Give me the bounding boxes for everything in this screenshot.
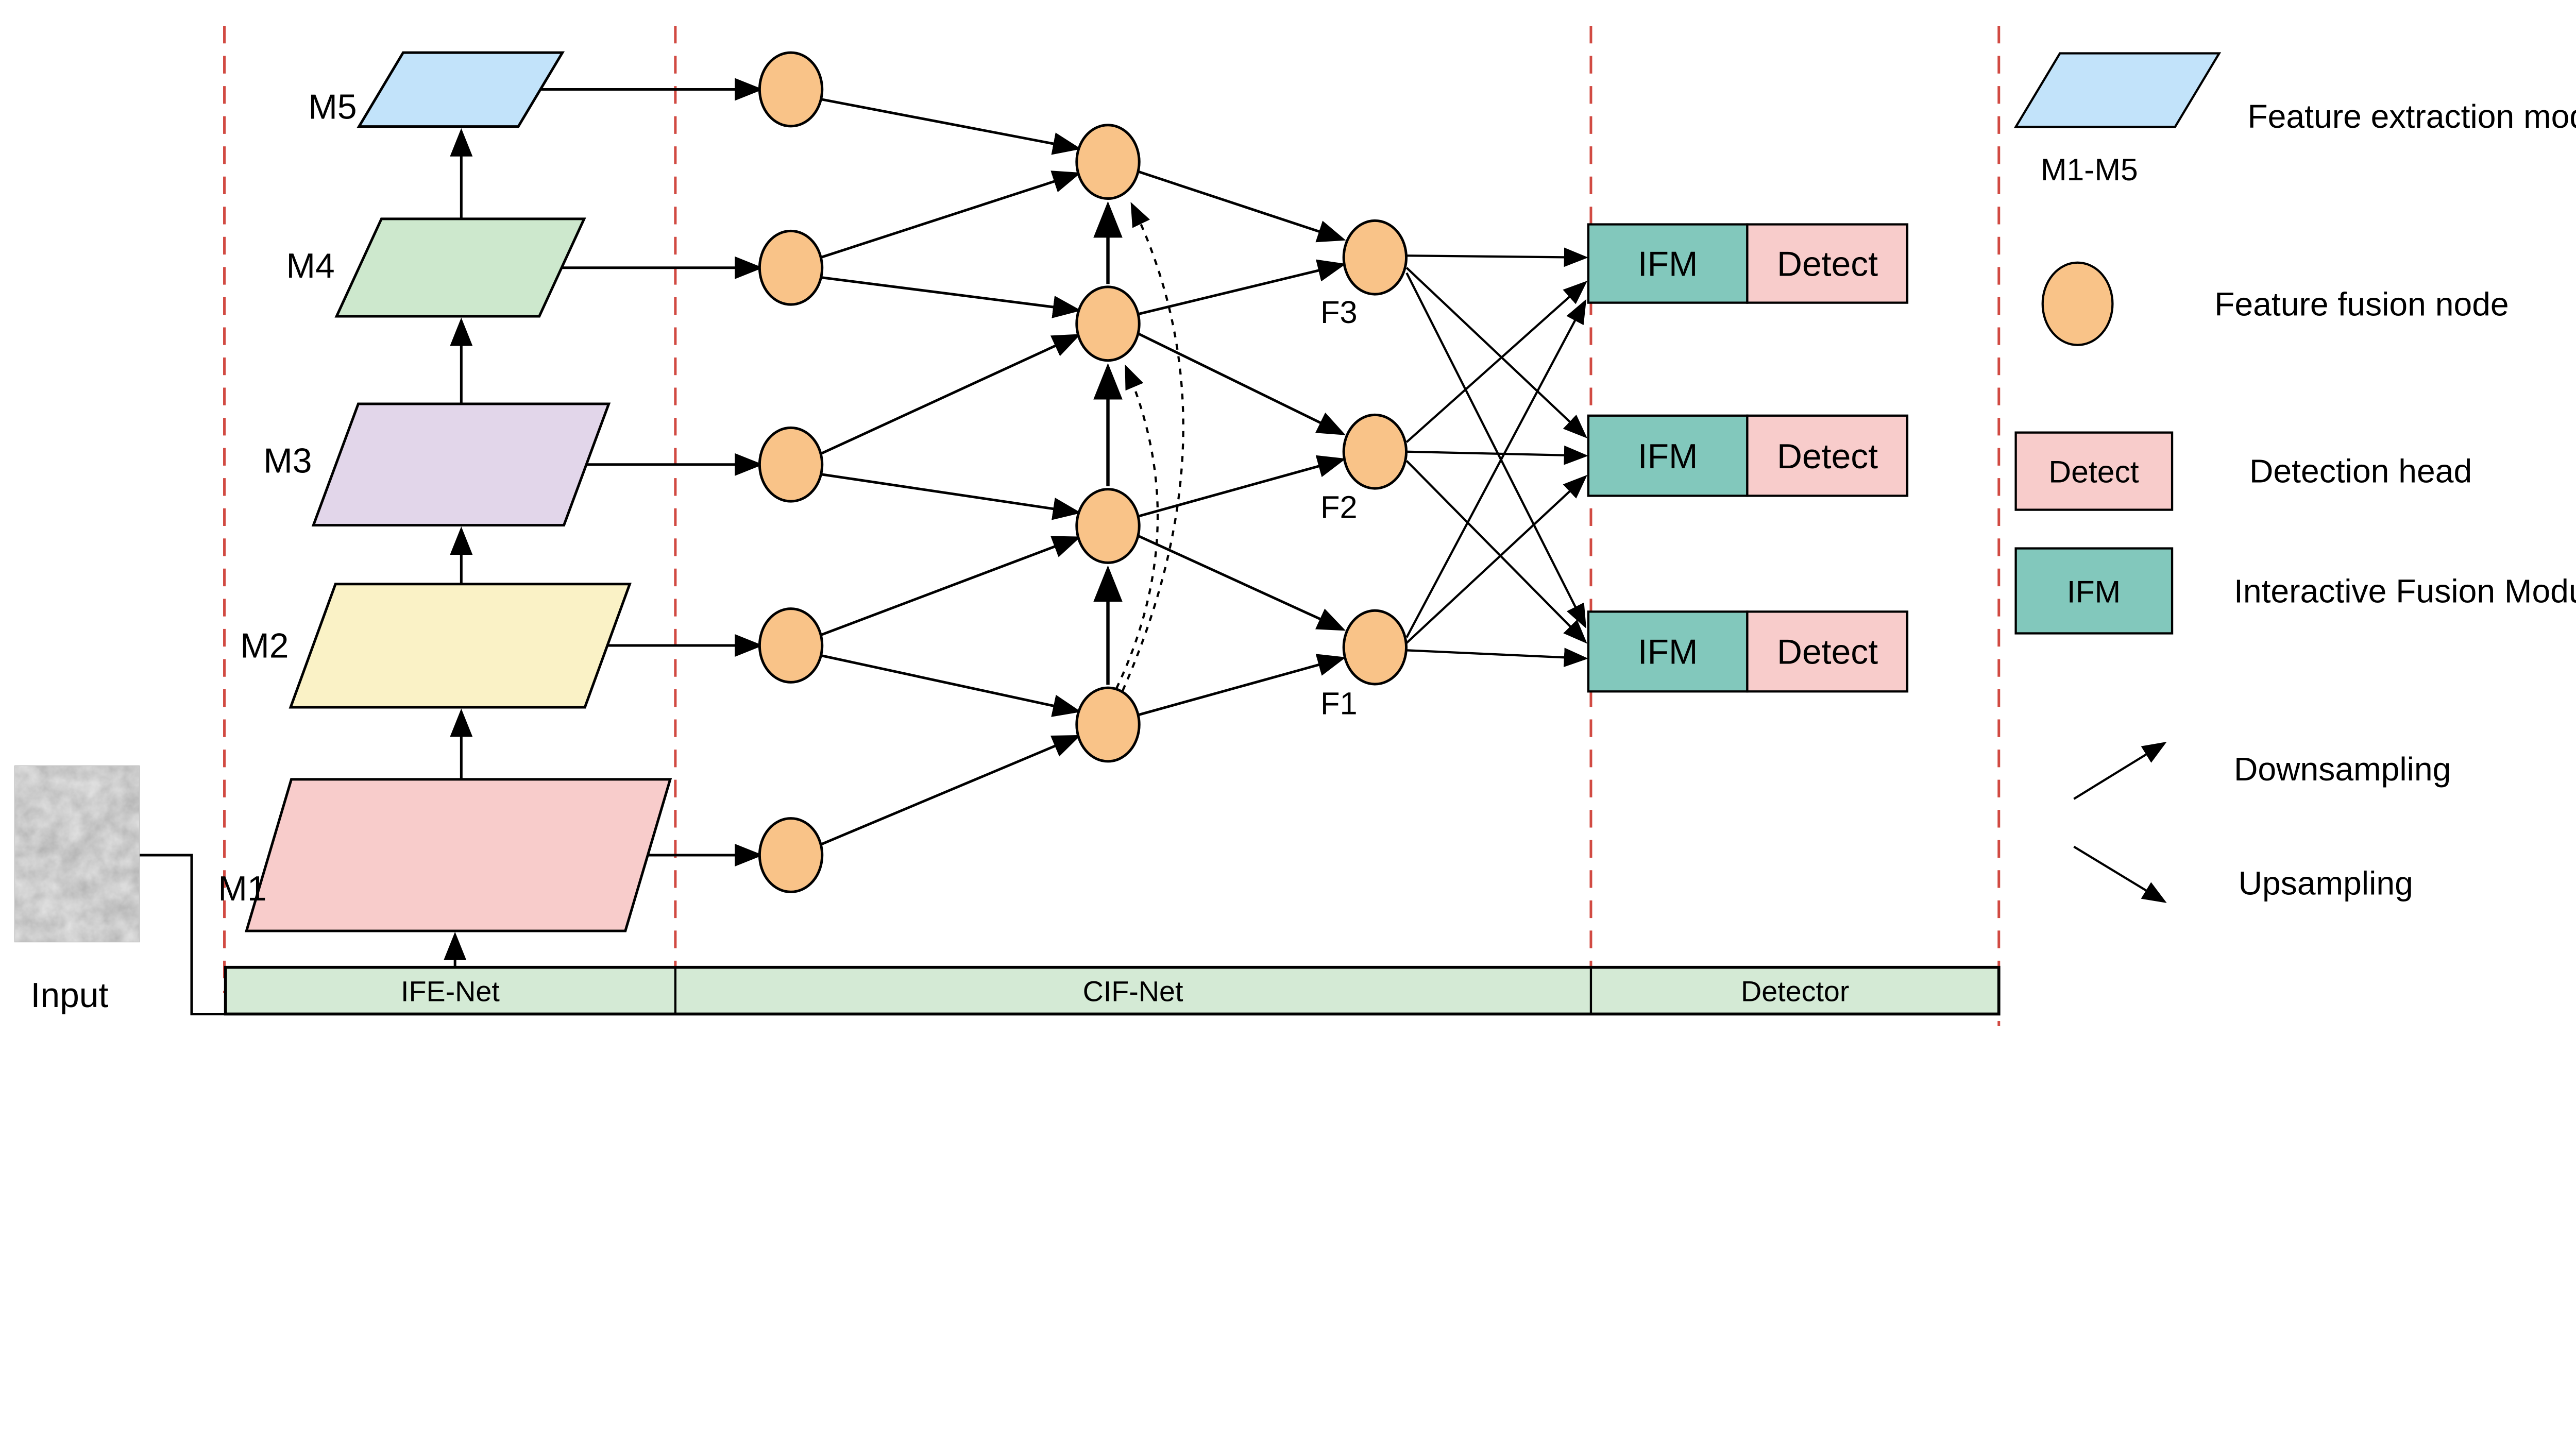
fusion-edge [1136,534,1346,631]
section-bar-rect [224,965,2001,1016]
module-m4 [334,217,586,318]
fusion-edge [817,334,1081,457]
detection-head-row-2: IFM Detect [1587,414,1909,497]
fusion-edge [817,97,1081,155]
legend: M1-M5 Feature extraction module Feature … [2013,52,2576,903]
module-m1-label: M1 [218,870,266,908]
architecture-diagram: Input M1 M2 M3 M4 M5 F3 F2 F1 IFM Detect… [14,25,2576,1027]
f1-to-head1-arrow [1405,299,1587,638]
fusion-node [758,426,824,503]
fusion-node [1075,686,1141,763]
fusion-edge [1136,331,1346,435]
module-m4-label: M4 [286,247,335,285]
legend-fusion-node-label: Feature fusion node [2214,286,2509,323]
fusion-node [1075,488,1141,564]
fusion-edge [1136,169,1346,243]
input-image [14,765,140,943]
diagram-page: Input M1 M2 M3 M4 M5 F3 F2 F1 IFM Detect… [14,25,2576,1027]
fusion-node-f2 [1342,413,1408,490]
legend-detection-head-label: Detection head [2249,453,2472,490]
module-m2-label: M2 [240,627,289,666]
fusion-node [1075,124,1141,200]
module-m3-label: M3 [263,441,312,480]
f1-to-head3-arrow [1406,648,1588,668]
detect-label: Detect [1777,437,1878,476]
input-label: Input [31,976,109,1015]
detect-label: Detect [1777,245,1878,283]
ifm-label: IFM [1638,437,1698,476]
ifm-box [1587,223,1749,304]
legend-ifm-label: Interactive Fusion Module [2234,572,2576,609]
fusion-node-f1 [1342,609,1408,686]
fusion-node [758,51,824,128]
ifm-box [1587,414,1749,497]
detection-head-row-1: IFM Detect [1587,223,1909,304]
ifm-label: IFM [1638,633,1698,672]
legend-downsampling-label: Downsampling [2234,751,2451,788]
legend-downsampling-arrow [2073,741,2167,800]
detect-box [1746,223,1909,304]
legend-parallelogram-symbol [2013,52,2222,128]
module-m5-label: M5 [308,88,357,127]
fusion-node [1075,285,1141,362]
fusion-edge [817,653,1081,717]
fusion-edge [817,472,1081,520]
module-m3 [311,402,611,527]
fusion-edge [817,536,1081,638]
fusion-edge [1136,455,1346,518]
f3-to-head3-arrow [1405,272,1587,629]
f3-to-head2-arrow [1405,267,1587,438]
fusion-edge [817,735,1081,847]
ifm-label: IFM [1638,245,1698,283]
skip-connection-dashed [1115,364,1159,689]
fusion-node-f3 [1342,219,1408,296]
fusion-edge [1136,259,1346,316]
legend-ifm-symbol-text: IFM [2067,574,2121,609]
section-ife-net-label: IFE-Net [401,975,500,1007]
fusion-node [758,607,824,684]
fusion-node [758,817,824,893]
f1-label: F1 [1320,686,1358,722]
f2-to-head3-arrow [1405,460,1587,644]
legend-upsampling-arrow [2073,845,2167,903]
f2-to-head1-arrow [1405,281,1588,443]
module-m2 [289,583,632,709]
fusion-node [758,229,824,306]
fusion-edge [1136,654,1346,717]
legend-parallelogram-caption: M1-M5 [2041,152,2138,187]
ifm-box [1587,610,1749,693]
section-cif-net-label: CIF-Net [1083,975,1183,1007]
f3-to-head1-arrow [1406,247,1588,267]
detect-label: Detect [1777,633,1878,672]
f3-label: F3 [1320,295,1358,330]
section-bar: IFE-Net CIF-Net Detector [224,965,2001,1016]
detect-box [1746,414,1909,497]
legend-detect-symbol [2014,431,2174,511]
legend-fusion-node-symbol [2041,261,2114,346]
section-detector-label: Detector [1741,975,1849,1007]
f2-label: F2 [1320,489,1358,525]
legend-detect-symbol-text: Detect [2048,454,2139,489]
module-m5 [357,51,565,128]
legend-upsampling-label: Upsampling [2239,864,2413,901]
fusion-edge [817,276,1081,318]
detection-head-row-3: IFM Detect [1587,610,1909,693]
f1-to-head2-arrow [1405,474,1588,644]
f2-to-head2-arrow [1406,445,1588,465]
legend-feature-extraction-label: Feature extraction module [2247,98,2576,135]
legend-ifm-symbol [2014,547,2174,635]
detect-box [1746,610,1909,693]
module-m1 [245,778,672,932]
fusion-edge [817,171,1081,260]
